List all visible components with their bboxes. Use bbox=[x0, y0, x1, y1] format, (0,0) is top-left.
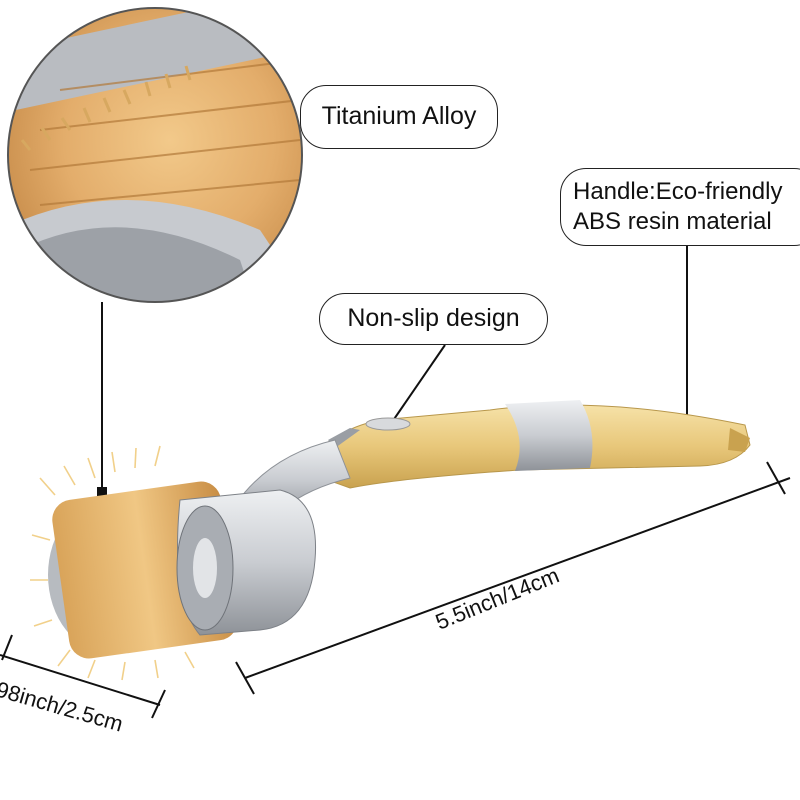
callout-grip: Non-slip design bbox=[319, 293, 548, 345]
roller-handle bbox=[299, 400, 751, 489]
callout-handle: Handle:Eco-friendly ABS resin material bbox=[560, 168, 800, 246]
callout-material: Titanium Alloy bbox=[300, 85, 498, 149]
callout-handle-line1: Handle:Eco-friendly bbox=[573, 178, 783, 205]
callout-grip-text: Non-slip design bbox=[347, 304, 520, 333]
dimension-lines bbox=[0, 461, 791, 719]
leader-lines bbox=[101, 246, 688, 490]
callout-handle-line2: ABS resin material bbox=[573, 208, 772, 235]
magnified-roller-detail bbox=[7, 7, 303, 303]
roller-head bbox=[30, 445, 317, 681]
callout-material-text: Titanium Alloy bbox=[321, 102, 477, 131]
